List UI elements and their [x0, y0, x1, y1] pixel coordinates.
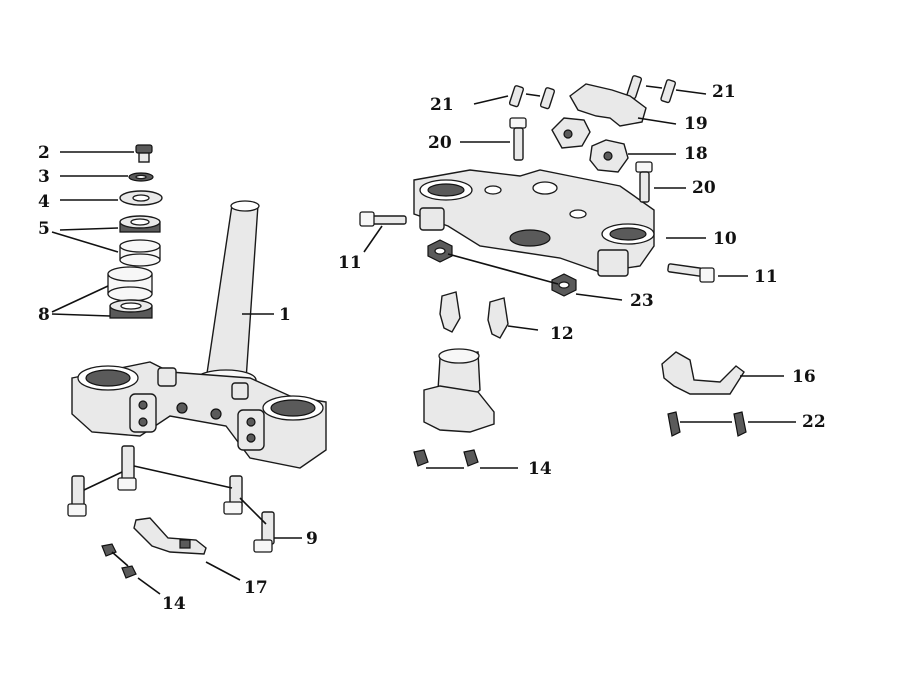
clamp-bolts: [67, 445, 275, 553]
leader-lines: [51, 85, 796, 595]
connectors-12: [439, 291, 509, 339]
bracket-16: [661, 351, 745, 395]
callout-18: 18: [684, 144, 708, 164]
callout-2: 2: [38, 143, 50, 163]
nuts-23: [427, 239, 577, 297]
callout-16: 16: [792, 367, 816, 387]
callout-17: 17: [244, 578, 268, 598]
bolts-20: [509, 117, 653, 203]
ignition-switch: [423, 348, 495, 433]
bearing-stack: [107, 144, 163, 319]
bolts-11: [359, 211, 715, 283]
callout-14-left: 14: [162, 594, 186, 614]
callout-21-left: 21: [430, 95, 454, 115]
callout-9: 9: [306, 529, 318, 549]
callout-11-left: 11: [338, 253, 362, 273]
lower-bracket: [101, 517, 207, 579]
callout-14-right: 14: [528, 459, 552, 479]
handlebar-clamp-top: [569, 83, 647, 127]
bolts-21: [508, 75, 677, 110]
callout-4: 4: [38, 192, 50, 212]
callout-21-right: 21: [712, 82, 736, 102]
callout-20-left: 20: [428, 133, 452, 153]
callout-5: 5: [38, 219, 50, 239]
callout-10: 10: [713, 229, 737, 249]
lower-clamp-assembly: [71, 200, 327, 469]
screws-22: [667, 411, 747, 437]
callout-12: 12: [550, 324, 574, 344]
callout-1: 1: [279, 305, 291, 325]
callout-11-right: 11: [754, 267, 778, 287]
upper-clamp-assembly: [413, 169, 655, 277]
callout-23: 23: [630, 291, 654, 311]
callout-22: 22: [802, 412, 826, 432]
callout-20-right: 20: [692, 178, 716, 198]
callout-8: 8: [38, 305, 50, 325]
callout-19: 19: [684, 114, 708, 134]
callout-3: 3: [38, 167, 50, 187]
screws-14-right: [413, 449, 479, 467]
